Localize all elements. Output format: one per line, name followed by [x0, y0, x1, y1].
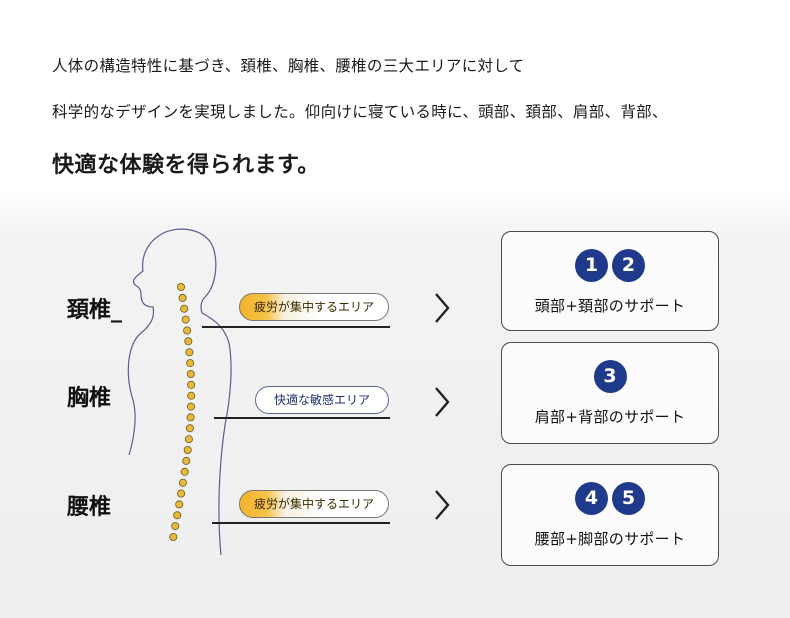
tag-fatigue-cervical: 疲労が集中するエリア — [239, 293, 389, 321]
vertebra-dot — [181, 315, 190, 324]
vertebra-dot — [184, 435, 193, 444]
vertebra-dot — [183, 445, 192, 454]
number-badge-4: 4 — [575, 482, 608, 515]
number-badge-5: 5 — [612, 482, 645, 515]
vertebra-dot — [185, 424, 194, 433]
vertebra-dot — [177, 489, 186, 498]
vertebra-dot — [173, 511, 182, 520]
vertebra-dot — [169, 532, 178, 541]
vertebra-dot — [171, 522, 180, 531]
vertebra-dot — [177, 283, 186, 292]
vertebra-dot — [183, 326, 192, 335]
vertebra-dot — [186, 413, 195, 422]
intro-line-2: 科学的なデザインを実現しました。仰向けに寝ている時に、頭部、頚部、肩部、背部、 — [52, 103, 668, 121]
support-card-text: 腰部+脚部のサポート — [534, 530, 686, 548]
support-card-2: 3 肩部+背部のサポート — [501, 342, 719, 444]
tag-fatigue-lumbar-text: 疲労が集中するエリア — [253, 497, 374, 511]
vertebra-dot — [185, 348, 194, 357]
intro-line-1: 人体の構造特性に基づき、頚椎、胸椎、腰椎の三大エリアに対して — [52, 57, 525, 75]
vertebra-dot — [186, 359, 195, 368]
leader-line-thoracic — [214, 417, 390, 419]
vertebra-dot — [178, 293, 187, 302]
vertebra-dot — [180, 304, 189, 313]
vertebra-dot — [182, 456, 191, 465]
support-card-text: 頭部+頚部のサポート — [534, 297, 686, 315]
leader-line-lumbar — [212, 522, 390, 524]
number-badge-1: 1 — [575, 249, 608, 282]
leader-line-cervical — [202, 326, 390, 328]
body-silhouette-icon — [127, 228, 232, 556]
intro-headline: 快適な体験を得られます。 — [52, 153, 320, 178]
support-card-text: 肩部+背部のサポート — [534, 408, 686, 426]
badge-group: 3 — [502, 360, 718, 393]
vertebra-dot — [184, 337, 193, 346]
vertebra-dot — [186, 369, 195, 378]
region-label-thoracic: 胸椎 — [67, 386, 112, 411]
chevron-right-icon — [435, 387, 450, 417]
chevron-right-icon — [435, 293, 450, 323]
tag-comfort-thoracic: 快適な敏感エリア — [255, 386, 389, 414]
number-badge-3: 3 — [593, 360, 627, 393]
number-badge-2: 2 — [612, 249, 645, 282]
tag-fatigue-lumbar: 疲労が集中するエリア — [239, 490, 389, 518]
vertebra-dot — [178, 478, 187, 487]
vertebra-dot — [187, 380, 196, 389]
support-card-1: 1 2 頭部+頚部のサポート — [501, 231, 719, 331]
region-label-lumbar: 腰椎 — [67, 495, 112, 520]
support-card-3: 4 5 腰部+脚部のサポート — [501, 464, 719, 566]
region-label-cervical: 頚椎_ — [67, 298, 123, 323]
badge-group: 1 2 — [502, 249, 718, 282]
vertebra-dot — [187, 391, 196, 400]
badge-group: 4 5 — [502, 482, 718, 515]
chevron-right-icon — [435, 490, 450, 520]
spine-dots — [169, 283, 196, 541]
vertebra-dot — [175, 500, 184, 509]
vertebra-dot — [187, 402, 196, 411]
vertebra-dot — [180, 467, 189, 476]
tag-fatigue-cervical-text: 疲労が集中するエリア — [253, 300, 374, 314]
